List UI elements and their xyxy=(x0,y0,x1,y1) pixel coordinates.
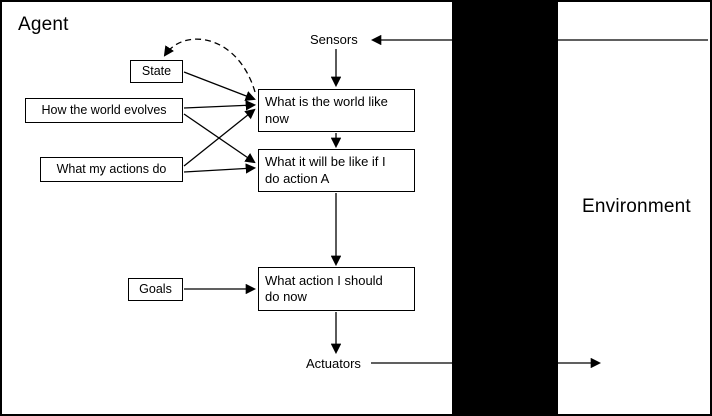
node-what-actions-do-label: What my actions do xyxy=(56,161,167,176)
node-goals-label: Goals xyxy=(139,281,172,296)
node-state: State xyxy=(130,60,183,83)
environment-region-label: Environment xyxy=(582,196,691,217)
node-world-now-label: What is the world like now xyxy=(265,94,388,126)
arrow-state-to-world-now xyxy=(183,71,256,101)
arrow-world-now-to-state-dashed xyxy=(163,38,256,93)
node-how-world-evolves: How the world evolves xyxy=(25,98,183,123)
node-world-future-label: What it will be like if I do action A xyxy=(265,154,386,186)
node-what-actions-do: What my actions do xyxy=(40,157,183,182)
node-action-choice-label: What action I should do now xyxy=(265,272,383,304)
node-action-choice: What action I should do now xyxy=(258,267,415,311)
node-state-label: State xyxy=(141,63,172,78)
agent-environment-divider xyxy=(452,2,558,414)
arrow-evolves-to-world-now xyxy=(183,100,257,111)
node-how-world-evolves-label: How the world evolves xyxy=(41,102,167,117)
actuators-label: Actuators xyxy=(306,356,361,371)
arrow-actions-to-world-future xyxy=(183,163,257,174)
arrow-actions-to-world-now xyxy=(183,108,256,167)
node-world-future: What it will be like if I do action A xyxy=(258,149,415,192)
agent-region-label: Agent xyxy=(18,14,69,35)
sensors-label: Sensors xyxy=(310,32,358,47)
node-world-now: What is the world like now xyxy=(258,89,415,132)
node-goals: Goals xyxy=(128,278,183,301)
